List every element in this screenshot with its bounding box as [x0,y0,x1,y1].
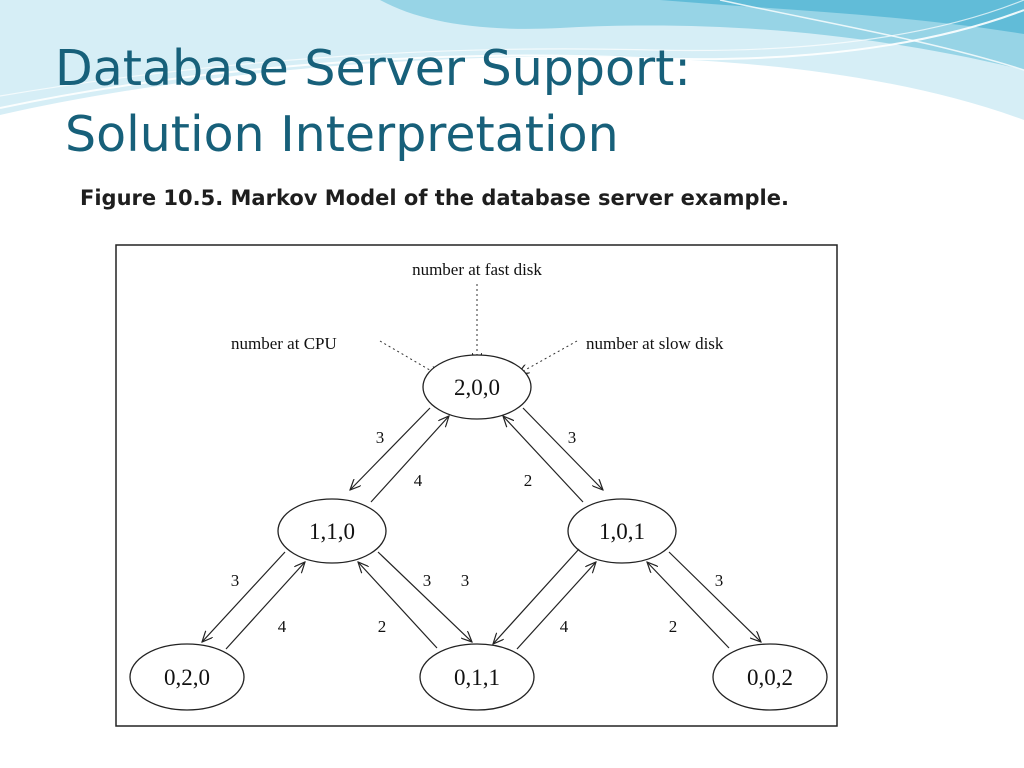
transition-101-to-002 [668,551,761,642]
rate-label: 2 [524,471,533,490]
state-label: 1,1,0 [309,519,355,544]
transition-110-to-200 [370,416,449,503]
annotation-cpu: number at CPU [231,334,337,353]
rate-label: 3 [461,571,470,590]
rate-label: 3 [231,571,240,590]
rate-label: 4 [278,617,287,636]
state-node-0-1-1: 0,1,1 [419,643,535,711]
annotation-slow-disk: number at slow disk [586,334,724,353]
state-node-0-0-2: 0,0,2 [712,643,828,711]
transition-011-to-110 [358,562,438,649]
transition-020-to-110 [225,562,305,650]
state-label: 1,0,1 [599,519,645,544]
rate-label: 4 [560,617,569,636]
transition-011-to-101 [516,562,596,650]
slide-title-line2: Solution Interpretation [65,106,619,163]
rate-label: 2 [669,617,678,636]
transition-002-to-101 [647,562,730,649]
transition-200-to-101 [522,407,603,490]
transition-200-to-110 [350,407,431,490]
state-node-1-0-1: 1,0,1 [567,498,677,564]
state-label: 0,2,0 [164,665,210,690]
figure-caption: Figure 10.5. Markov Model of the databas… [80,186,789,210]
transition-110-to-020 [202,551,286,642]
state-label: 0,1,1 [454,665,500,690]
state-node-1-1-0: 1,1,0 [277,498,387,564]
rate-label: 2 [378,617,387,636]
slow-disk-pointer-arrow [518,340,578,374]
transition-101-to-011 [493,548,580,644]
state-label: 0,0,2 [747,665,793,690]
slide-title: Database Server Support: Solution Interp… [55,36,691,168]
rate-label: 4 [414,471,423,490]
cpu-pointer-arrow [379,340,440,376]
rate-label: 3 [568,428,577,447]
slide-title-line1: Database Server Support: [55,40,691,97]
state-node-2-0-0: 2,0,0 [422,354,532,420]
annotation-fast-disk: number at fast disk [412,260,542,279]
state-node-0-2-0: 0,2,0 [129,643,245,711]
state-label: 2,0,0 [454,375,500,400]
transition-110-to-011 [377,551,472,642]
rate-label: 3 [715,571,724,590]
rate-label: 3 [376,428,385,447]
rate-label: 3 [423,571,432,590]
transition-101-to-200 [503,416,584,503]
markov-diagram: number at fast disk number at CPU number… [115,244,838,727]
